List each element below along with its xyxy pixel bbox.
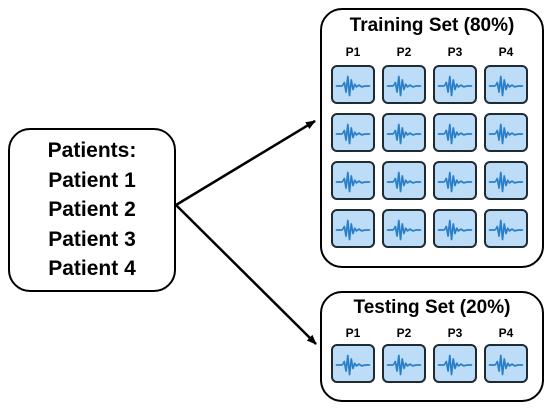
signal-tile [484, 113, 528, 152]
ecg-signal-icon [386, 171, 422, 193]
ecg-signal-icon [335, 171, 371, 193]
testing-col-label: P3 [447, 326, 463, 340]
testing-set-title: Testing Set (20%) [353, 297, 511, 318]
ecg-signal-icon [488, 354, 524, 376]
patient-1-label: Patient 1 [48, 168, 136, 192]
signal-tile [433, 113, 477, 152]
signal-tile [331, 65, 375, 104]
ecg-signal-icon [335, 123, 371, 145]
signal-tile [331, 161, 375, 200]
ecg-signal-icon [437, 123, 473, 145]
ecg-signal-icon [437, 354, 473, 376]
patient-4-label: Patient 4 [48, 257, 136, 281]
signal-tile [382, 209, 426, 248]
signal-tile [331, 344, 375, 383]
signal-tile [484, 344, 528, 383]
ecg-signal-icon [335, 354, 371, 376]
ecg-signal-icon [335, 75, 371, 97]
ecg-signal-icon [488, 123, 524, 145]
signal-tile [331, 209, 375, 248]
patients-title: Patients: [47, 139, 137, 163]
signal-tile [382, 161, 426, 200]
testing-col-label: P2 [396, 326, 412, 340]
signal-tile [382, 65, 426, 104]
signal-tile [382, 113, 426, 152]
training-col-label: P4 [498, 45, 514, 59]
ecg-signal-icon [386, 75, 422, 97]
testing-col-label: P1 [345, 326, 361, 340]
arrow-to-training [175, 119, 316, 207]
signal-tile [484, 161, 528, 200]
ecg-signal-icon [488, 171, 524, 193]
ecg-signal-icon [488, 75, 524, 97]
patients-box: Patients: Patient 1 Patient 2 Patient 3 … [8, 128, 176, 292]
signal-tile [433, 344, 477, 383]
ecg-signal-icon [386, 219, 422, 241]
testing-col-label: P4 [498, 326, 514, 340]
arrow-to-testing [175, 204, 317, 345]
training-col-label: P1 [345, 45, 361, 59]
patient-2-label: Patient 2 [48, 198, 136, 222]
signal-tile [433, 161, 477, 200]
ecg-signal-icon [386, 123, 422, 145]
signal-tile [484, 209, 528, 248]
testing-set-box: Testing Set (20%) P1 P2 P3 P4 [320, 291, 544, 402]
signal-tile [484, 65, 528, 104]
ecg-signal-icon [335, 219, 371, 241]
signal-tile [433, 209, 477, 248]
signal-tile [382, 344, 426, 383]
ecg-signal-icon [437, 219, 473, 241]
patient-3-label: Patient 3 [48, 227, 136, 251]
ecg-signal-icon [488, 219, 524, 241]
training-set-title: Training Set (80%) [349, 15, 515, 36]
signal-tile [433, 65, 477, 104]
ecg-signal-icon [386, 354, 422, 376]
training-col-label: P2 [396, 45, 412, 59]
training-set-box: Training Set (80%) P1 P2 P3 P4 [320, 8, 544, 268]
ecg-signal-icon [437, 171, 473, 193]
training-col-label: P3 [447, 45, 463, 59]
signal-tile [331, 113, 375, 152]
ecg-signal-icon [437, 75, 473, 97]
